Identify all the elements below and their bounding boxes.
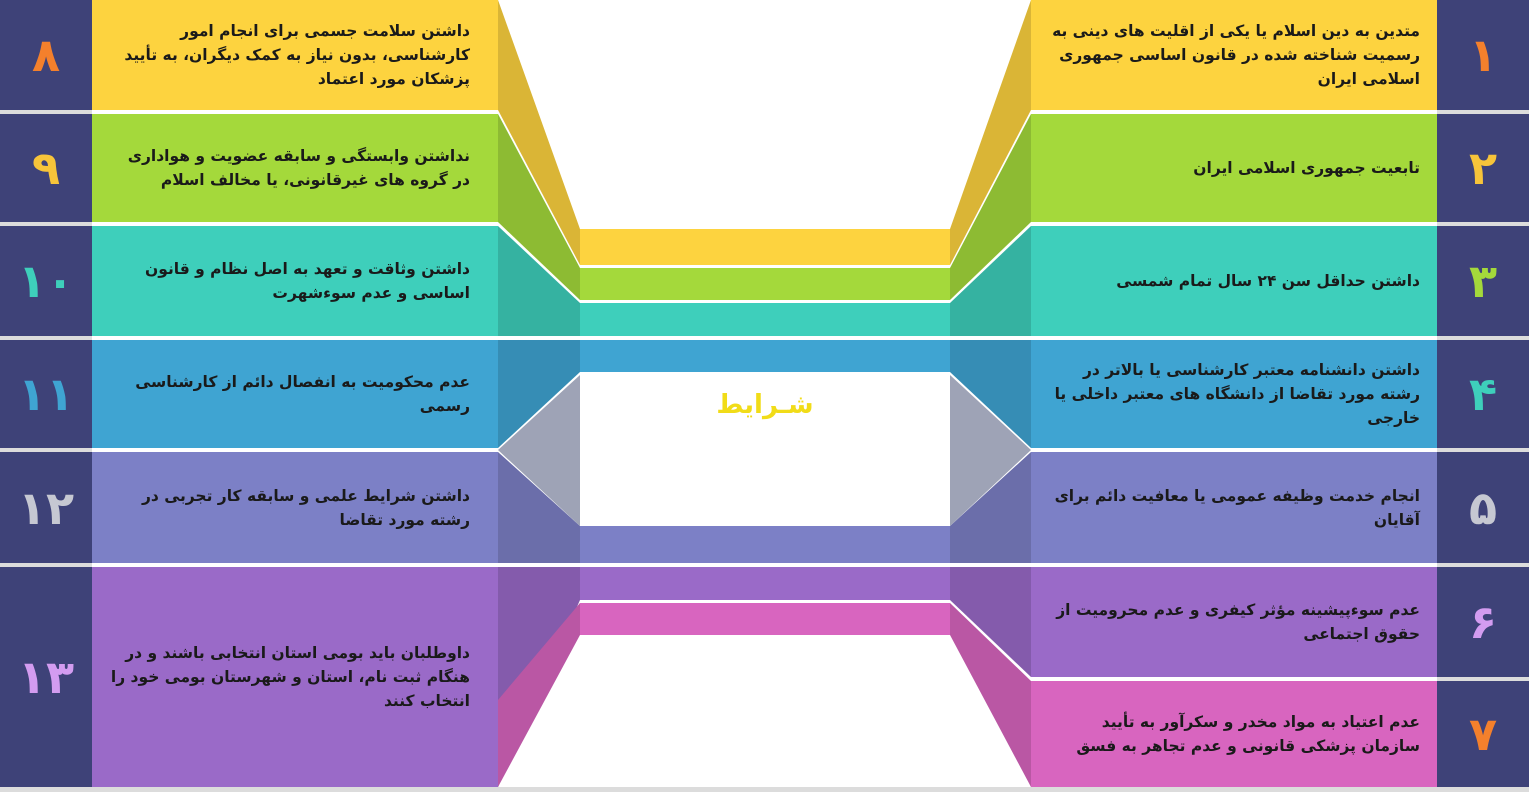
left-number-divider xyxy=(0,563,92,567)
right-number-divider xyxy=(1437,563,1529,567)
right-item-number-6: ۶ xyxy=(1468,595,1498,649)
left-box-10 xyxy=(92,226,498,336)
left-item-text-12: داشتن شرایط علمی و سابقه کار تجربی در رش… xyxy=(108,452,470,563)
right-item-text-7: عدم اعتیاد به مواد مخدر و سکرآور به تأیی… xyxy=(1052,681,1420,787)
right-item-number-7: ۷ xyxy=(1468,707,1498,761)
left-item-text-label: عدم محکومیت به انفصال دائم از کارشناسی ر… xyxy=(135,373,470,415)
left-item-number-11: ۱۱ xyxy=(17,367,75,421)
left-item-text-8: داشتن سلامت جسمی برای انجام امور کارشناس… xyxy=(108,0,470,110)
right-item-text-label: انجام خدمت وظیفه عمومی یا معافیت دائم بر… xyxy=(1054,486,1420,529)
left-box-11 xyxy=(92,340,498,448)
left-item-text-11: عدم محکومیت به انفصال دائم از کارشناسی ر… xyxy=(108,340,470,448)
center-title: شـرایط xyxy=(716,390,814,420)
right-connector-3 xyxy=(950,226,1031,336)
left-connector-8 xyxy=(498,0,580,265)
left-item-text-label: داشتن وثاقت و تعهد به اصل نظام و قانون ا… xyxy=(145,260,470,302)
right-item-text-label: داشتن حداقل سن ۲۴ سال تمام شمسی xyxy=(1116,272,1420,290)
right-connector-1 xyxy=(950,0,1031,265)
right-item-number-2: ۲ xyxy=(1468,141,1498,195)
right-connector-4 xyxy=(950,340,1031,448)
left-connector-11 xyxy=(498,340,580,448)
left-connector-10 xyxy=(498,226,580,336)
right-item-number-4: ۴ xyxy=(1468,367,1498,421)
right-item-text-label: تابعیت جمهوری اسلامی ایران xyxy=(1193,159,1420,177)
left-number-divider xyxy=(0,110,92,114)
center-band-2 xyxy=(580,268,950,300)
center-band-4 xyxy=(580,340,950,372)
left-arrow-connector xyxy=(498,375,580,526)
left-item-number-9: ۹ xyxy=(31,141,61,195)
right-item-number-1: ۱ xyxy=(1468,28,1498,82)
right-item-text-label: عدم اعتیاد به مواد مخدر و سکرآور به تأیی… xyxy=(1076,713,1420,755)
center-band-1 xyxy=(580,229,950,265)
left-item-text-label: داشتن شرایط علمی و سابقه کار تجربی در رش… xyxy=(141,486,470,529)
right-arrow-connector xyxy=(950,375,1031,526)
center-band-5 xyxy=(580,526,950,563)
left-item-text-10: داشتن وثاقت و تعهد به اصل نظام و قانون ا… xyxy=(108,226,470,336)
right-connector-7 xyxy=(950,603,1031,787)
right-item-text-label: عدم سوءپیشینه مؤثر کیفری و عدم محرومیت ا… xyxy=(1056,601,1420,643)
left-connector-pink xyxy=(498,603,580,787)
right-number-divider xyxy=(1437,110,1529,114)
left-box-13 xyxy=(92,567,498,787)
right-box-2 xyxy=(1031,114,1437,222)
left-connector-9 xyxy=(498,114,580,300)
left-number-divider xyxy=(0,336,92,340)
right-box-7 xyxy=(1031,681,1437,787)
right-number-divider xyxy=(1437,448,1529,452)
left-item-text-label: داشتن سلامت جسمی برای انجام امور کارشناس… xyxy=(124,22,470,88)
right-box-5 xyxy=(1031,452,1437,563)
right-item-text-4: داشتن دانشنامه معتبر کارشناسی یا بالاتر … xyxy=(1052,340,1420,448)
left-number-divider xyxy=(0,222,92,226)
right-item-text-label: متدین به دین اسلام یا یکی از اقلیت های د… xyxy=(1052,22,1420,88)
right-box-1 xyxy=(1031,0,1437,110)
left-item-number-13: ۱۳ xyxy=(17,650,75,704)
right-connector-5 xyxy=(950,452,1031,563)
left-item-number-12: ۱۲ xyxy=(17,480,75,535)
right-item-text-2: تابعیت جمهوری اسلامی ایران xyxy=(1052,114,1420,222)
right-box-6 xyxy=(1031,567,1437,677)
center-band-3 xyxy=(580,303,950,336)
right-box-3 xyxy=(1031,226,1437,336)
right-connector-2 xyxy=(950,114,1031,300)
left-number-column xyxy=(0,0,92,792)
right-item-number-5: ۵ xyxy=(1468,480,1498,535)
right-item-text-5: انجام خدمت وظیفه عمومی یا معافیت دائم بر… xyxy=(1052,452,1420,563)
right-item-text-6: عدم سوءپیشینه مؤثر کیفری و عدم محرومیت ا… xyxy=(1052,567,1420,677)
right-item-text-3: داشتن حداقل سن ۲۴ سال تمام شمسی xyxy=(1052,226,1420,336)
center-band-6 xyxy=(580,567,950,600)
bottom-strip xyxy=(0,787,1529,792)
right-box-4 xyxy=(1031,340,1437,448)
left-box-9 xyxy=(92,114,498,222)
right-item-text-1: متدین به دین اسلام یا یکی از اقلیت های د… xyxy=(1052,0,1420,110)
right-item-text-label: داشتن دانشنامه معتبر کارشناسی یا بالاتر … xyxy=(1054,361,1420,427)
left-item-number-10: ۱۰ xyxy=(17,254,75,308)
left-number-divider xyxy=(0,448,92,452)
right-number-divider xyxy=(1437,336,1529,340)
left-item-number-8: ۸ xyxy=(31,28,61,82)
right-item-number-3: ۳ xyxy=(1468,254,1498,308)
left-item-text-9: نداشتن وابستگی و سابقه عضویت و هواداری د… xyxy=(108,114,470,222)
left-item-text-label: داوطلبان باید بومی استان انتخابی باشند و… xyxy=(110,644,470,710)
right-connector-6 xyxy=(950,567,1031,677)
left-item-text-13: داوطلبان باید بومی استان انتخابی باشند و… xyxy=(108,567,470,787)
left-item-text-label: نداشتن وابستگی و سابقه عضویت و هواداری د… xyxy=(127,147,470,189)
left-box-8 xyxy=(92,0,498,110)
right-number-divider xyxy=(1437,222,1529,226)
center-band-7 xyxy=(580,603,950,635)
left-connector-12 xyxy=(498,452,580,563)
center-panel xyxy=(580,375,950,526)
left-box-12 xyxy=(92,452,498,563)
right-number-column xyxy=(1437,0,1529,792)
right-number-divider xyxy=(1437,677,1529,681)
